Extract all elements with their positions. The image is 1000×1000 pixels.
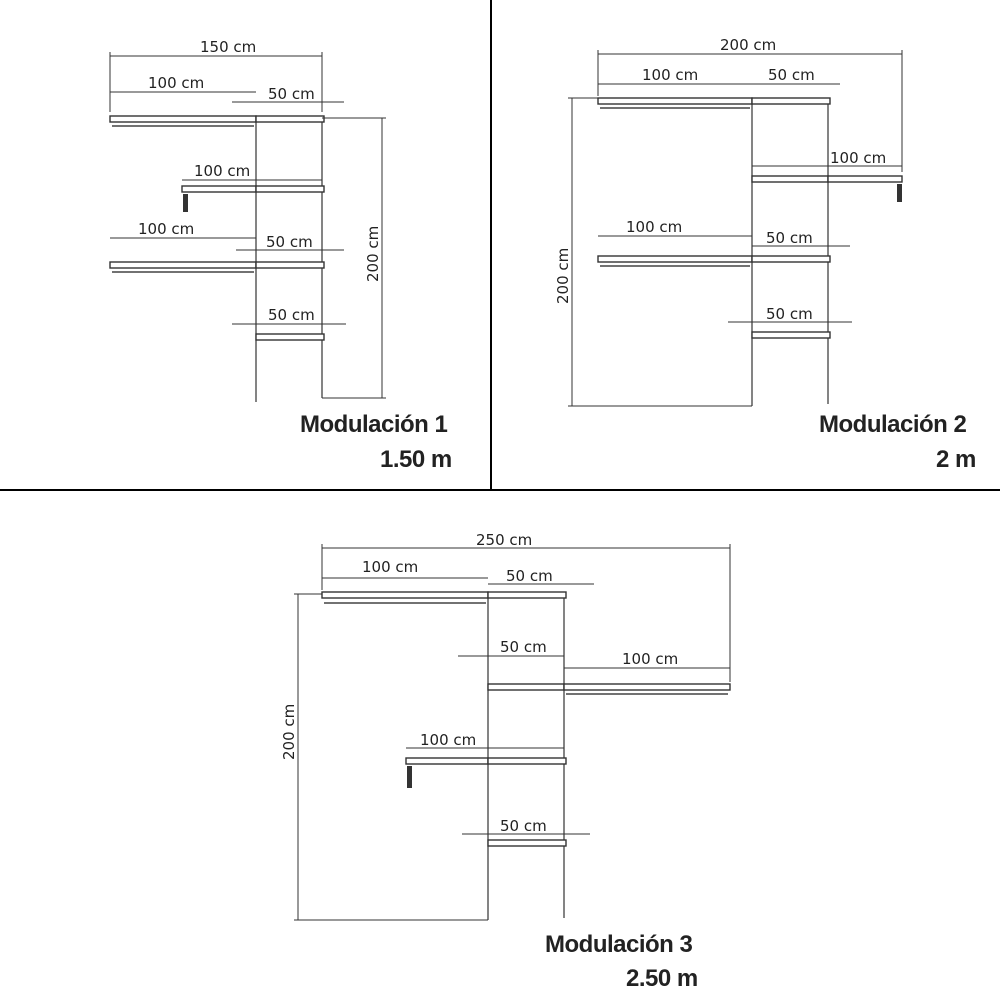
dim-total-width: 200 cm	[720, 36, 776, 54]
dim-label: 50 cm	[768, 66, 815, 84]
panel-size: 2 m	[936, 446, 976, 473]
shelf-row-2	[751, 175, 903, 202]
dim-label: 50 cm	[766, 305, 813, 323]
panel-modulacion-2: 200 cm 100 cm 50 cm 100 cm 100 cm 50 cm …	[554, 36, 976, 473]
dim-label: 100 cm	[830, 149, 886, 167]
shelf-row-3	[405, 757, 567, 788]
dim-label: 50 cm	[766, 229, 813, 247]
dim-label: 50 cm	[506, 567, 553, 585]
dim-label: 100 cm	[622, 650, 678, 668]
dim-label: 100 cm	[420, 731, 476, 749]
panel-modulacion-1: 150 cm 100 cm 50 cm 100 cm 100 cm 50 cm …	[109, 38, 452, 473]
shelf-row-2	[181, 185, 325, 212]
shelf-row-4	[751, 331, 831, 339]
shelf-row-3	[109, 261, 325, 273]
dim-label: 100 cm	[642, 66, 698, 84]
dim-label: 100 cm	[138, 220, 194, 238]
dim-label: 50 cm	[500, 638, 547, 656]
panel-title: Modulación 2	[819, 411, 966, 438]
dim-label: 100 cm	[194, 162, 250, 180]
dim-label: 50 cm	[268, 85, 315, 103]
panel-title: Modulación 3	[545, 931, 692, 958]
dim-total-width: 150 cm	[200, 38, 256, 56]
dim-label: 100 cm	[148, 74, 204, 92]
dim-label: 100 cm	[626, 218, 682, 236]
dim-total-width: 250 cm	[476, 531, 532, 549]
dim-height: 200 cm	[554, 248, 572, 304]
panel-title: Modulación 1	[300, 411, 447, 438]
dim-height: 200 cm	[280, 704, 298, 760]
dim-label: 50 cm	[266, 233, 313, 251]
panel-size: 1.50 m	[380, 446, 452, 473]
shelf-row-4	[487, 839, 567, 847]
panel-size: 2.50 m	[626, 965, 698, 992]
dim-height: 200 cm	[364, 226, 382, 282]
shelf-row-4	[255, 333, 325, 341]
shelf-row-2	[487, 683, 731, 695]
shelf-row-1	[109, 115, 325, 127]
shelf-row-1	[321, 591, 567, 604]
dim-label: 50 cm	[268, 306, 315, 324]
dim-label: 50 cm	[500, 817, 547, 835]
shelf-row-3	[597, 255, 831, 267]
shelf-row-1	[597, 97, 831, 109]
dim-label: 100 cm	[362, 558, 418, 576]
panel-modulacion-3: 250 cm 100 cm 50 cm 50 cm 100 cm 100 cm …	[280, 531, 731, 992]
